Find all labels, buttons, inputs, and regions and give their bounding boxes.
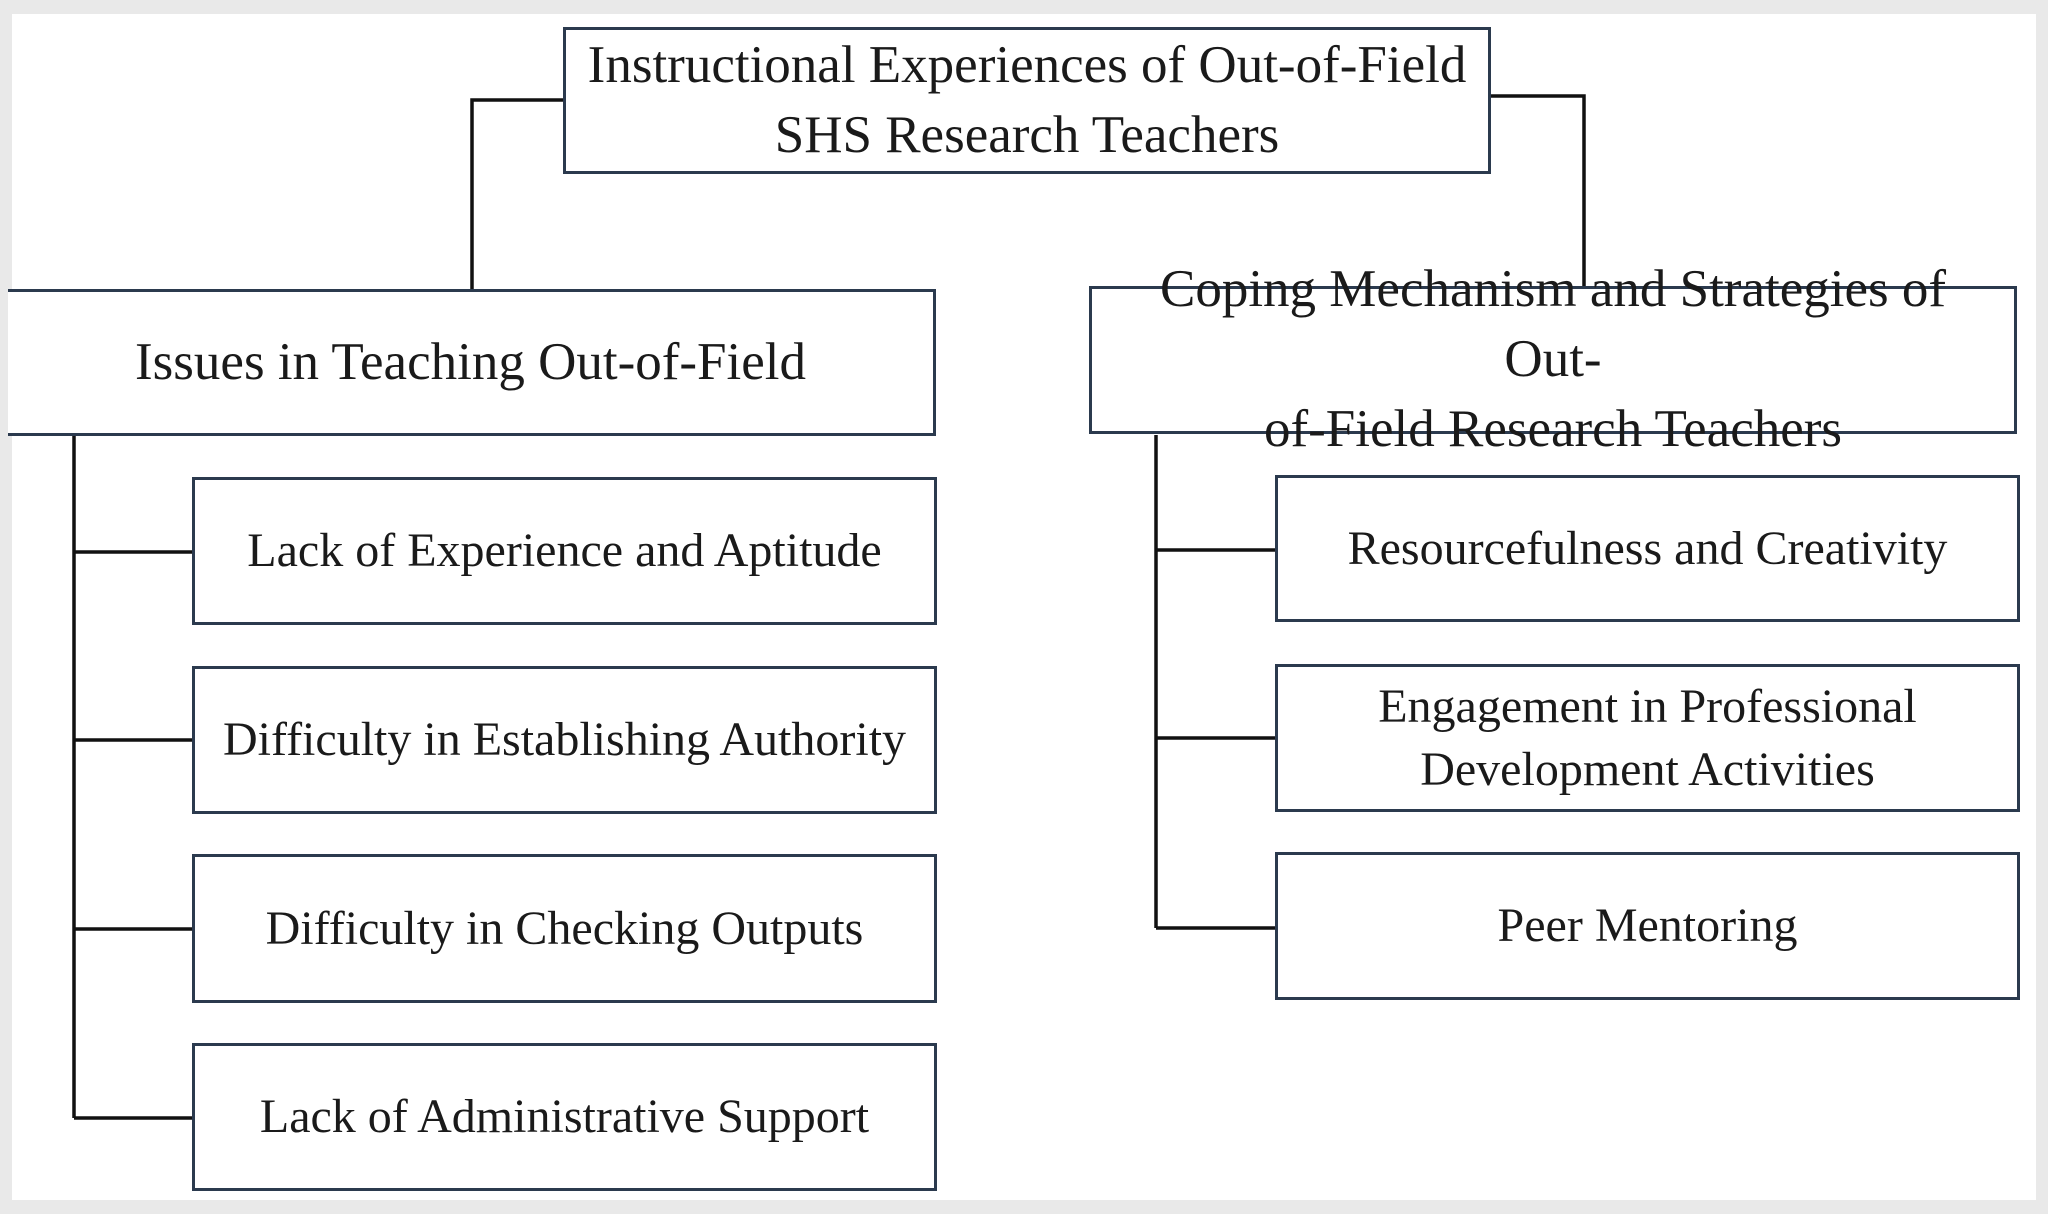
connector-root-left — [470, 98, 563, 289]
left-child-label-1: Lack of Experience and Aptitude — [247, 524, 882, 578]
left-branch-label: Issues in Teaching Out-of-Field — [135, 332, 806, 391]
left-child-node-1: Lack of Experience and Aptitude — [192, 477, 937, 625]
left-child-label-2: Difficulty in Establishing Authority — [222, 713, 907, 767]
root-node-line-1: Instructional Experiences of Out-of-Fiel… — [587, 35, 1467, 94]
right-child-node-3: Peer Mentoring — [1275, 852, 2020, 1000]
right-child-node-1: Resourcefulness and Creativity — [1275, 475, 2020, 622]
right-child-label-2-line-1: Engagement in Professional — [1378, 679, 1917, 733]
right-branch-line-2: of-Field Research Teachers — [1263, 399, 1843, 458]
root-node-line-2: SHS Research Teachers — [774, 105, 1280, 164]
left-branch-node: Issues in Teaching Out-of-Field — [8, 289, 936, 436]
left-child-node-2: Difficulty in Establishing Authority — [192, 666, 937, 814]
right-child-label-2-line-2: Development Activities — [1420, 743, 1875, 796]
left-child-label-4: Lack of Administrative Support — [259, 1090, 870, 1144]
root-node: Instructional Experiences of Out-of-Fiel… — [563, 27, 1491, 174]
right-child-label-3: Peer Mentoring — [1497, 899, 1798, 953]
left-child-node-3: Difficulty in Checking Outputs — [192, 854, 937, 1003]
connector-root-right — [1490, 94, 1586, 286]
right-branch-line-1: Coping Mechanism and Strategies of Out- — [1159, 260, 1947, 389]
right-child-label-1: Resourcefulness and Creativity — [1347, 521, 1948, 575]
left-child-node-4: Lack of Administrative Support — [192, 1043, 937, 1191]
right-child-node-2: Engagement in Professional Development A… — [1275, 664, 2020, 812]
right-branch-node: Coping Mechanism and Strategies of Out- … — [1089, 260, 2017, 458]
left-child-label-3: Difficulty in Checking Outputs — [265, 901, 864, 955]
